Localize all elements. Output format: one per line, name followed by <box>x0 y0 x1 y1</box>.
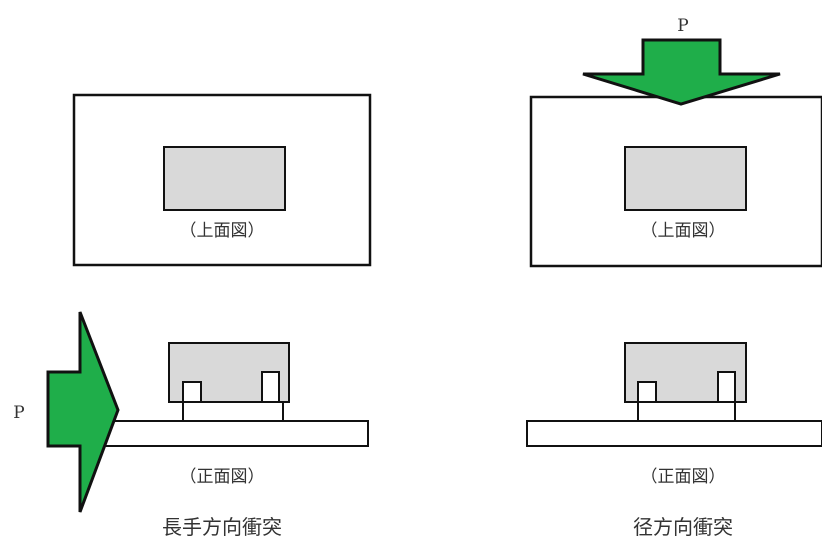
right-top-view-component <box>624 146 747 211</box>
radial-impact-panel: （上面図） P （正面図） 径方向衝突 <box>526 16 822 539</box>
right-force-label: P <box>677 16 688 36</box>
left-caption: 長手方向衝突 <box>162 515 282 539</box>
left-front-view-board <box>95 420 369 447</box>
left-top-view-label: （上面図） <box>180 221 265 241</box>
left-front-view-terminal-right <box>261 371 280 403</box>
right-caption: 径方向衝突 <box>633 515 733 539</box>
right-front-view-board <box>526 420 822 447</box>
longitudinal-impact-panel: （上面図） （正面図） P 長手方向衝突 <box>13 93 372 539</box>
left-force-label: P <box>13 403 24 423</box>
right-front-view-solder-base <box>637 401 736 422</box>
right-front-view-terminal-right <box>717 371 736 403</box>
left-front-view-solder-base <box>182 401 284 422</box>
right-top-view-label: （上面図） <box>641 221 726 241</box>
horizontal-impact-arrow <box>46 311 120 513</box>
vertical-impact-arrow <box>582 38 781 106</box>
left-top-view-component <box>163 146 286 211</box>
left-front-view-label: （正面図） <box>180 467 265 487</box>
left-front-view-terminal-left <box>182 381 202 403</box>
right-front-view-terminal-left <box>637 381 657 403</box>
right-front-view-label: （正面図） <box>641 467 726 487</box>
